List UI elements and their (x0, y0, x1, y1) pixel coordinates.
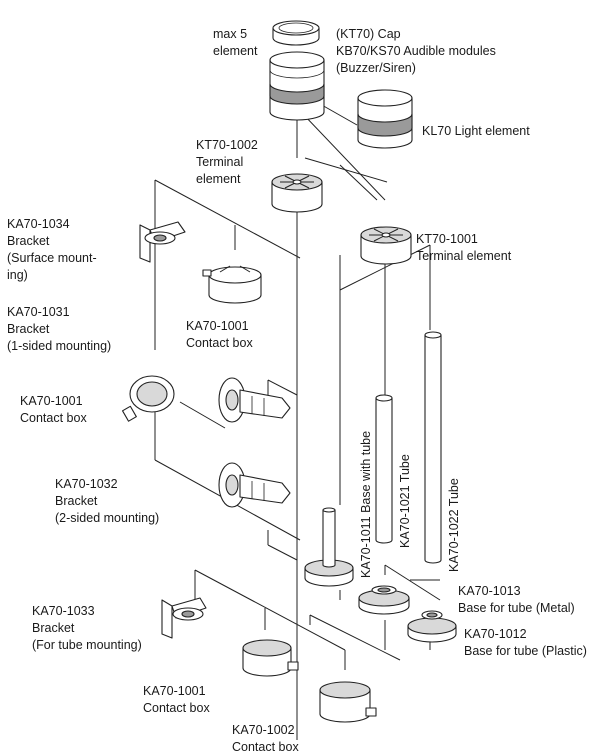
audible-module-label: KB70/KS70 Audible modules(Buzzer/Siren) (336, 44, 496, 75)
terminal-element-1002-part (271, 173, 323, 213)
tube-1022-part (424, 331, 442, 564)
terminal-element-1001-part (360, 226, 412, 265)
bracket-1034-part (139, 221, 186, 263)
connector-lines (154, 99, 441, 740)
light-element-part (357, 89, 413, 149)
base-plastic-1012-part (407, 610, 457, 643)
tube-1022-label: KA70-1022 Tube (447, 478, 461, 572)
contact-box-left-part (121, 375, 175, 422)
base-with-tube-1011-label: KA70-1011 Base with tube (359, 430, 373, 578)
contact-box-top-part (202, 265, 262, 304)
cap-label: (KT70) Cap (336, 27, 401, 41)
tube-1021-part (375, 394, 393, 544)
contact-box-bottom-part (242, 639, 299, 677)
bracket-1033-part (161, 597, 207, 639)
contact-box-1002-part (319, 681, 377, 723)
base-with-tube-1011-part (304, 507, 354, 587)
bracket-1031-part (218, 377, 291, 423)
bracket-1032-part (218, 462, 291, 508)
tube-1021-label: KA70-1021 Tube (398, 454, 412, 548)
base-metal-1013-part (358, 585, 410, 615)
cap-part (272, 20, 320, 46)
audible-module-part (269, 51, 325, 121)
light-element-label: KL70 Light element (422, 124, 530, 138)
